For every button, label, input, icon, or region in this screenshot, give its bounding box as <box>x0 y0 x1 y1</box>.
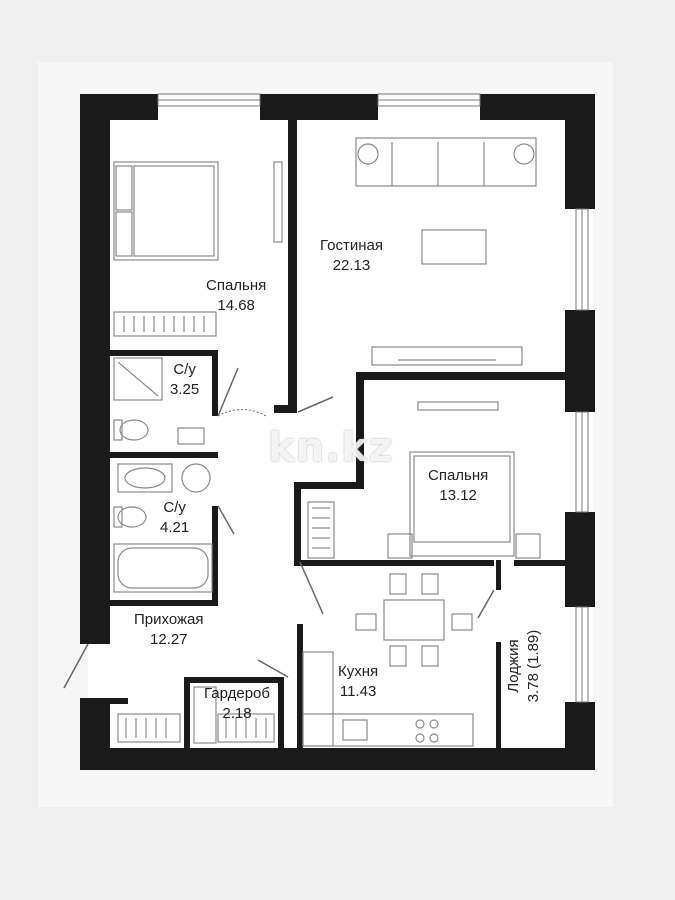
room-name: Спальня <box>428 467 489 484</box>
room-label-hall: Прихожая 12.27 <box>134 610 204 650</box>
room-name: Кухня <box>338 663 379 680</box>
room-name: Гардероб <box>204 685 270 702</box>
room-area: 3.78 (1.89) <box>525 629 542 703</box>
interior-walls <box>88 120 565 748</box>
room-name: Спальня <box>206 277 267 294</box>
room-area: 3.25 <box>170 381 200 398</box>
floor-area <box>88 97 593 767</box>
room-area: 2.18 <box>222 705 252 722</box>
doors <box>63 367 495 689</box>
room-name: Прихожая <box>134 611 204 628</box>
room-area: 22.13 <box>332 257 371 274</box>
room-name: Лоджия <box>505 639 522 693</box>
room-area: 13.12 <box>439 487 477 504</box>
windows <box>157 93 589 703</box>
room-label-wardrobe: Гардероб 2.18 <box>204 684 270 724</box>
floor-plan <box>63 93 595 770</box>
room-label-bath2: С/у 4.21 <box>160 498 189 538</box>
room-label-living: Гостиная 22.13 <box>320 236 383 276</box>
room-label-bath1: С/у 3.25 <box>170 360 199 400</box>
room-area: 12.27 <box>149 631 188 648</box>
floor-plan-sheet: Спальня 14.68 Гостиная 22.13 С/у 3.25 С/… <box>38 62 613 807</box>
room-label-kitchen: Кухня 11.43 <box>338 662 378 702</box>
watermark-logo: kn.kz <box>268 425 394 471</box>
room-label-bedroom1: Спальня 14.68 <box>206 276 266 316</box>
furniture <box>113 137 541 747</box>
room-area: 11.43 <box>339 683 377 700</box>
room-label-bedroom2: Спальня 13.12 <box>428 466 488 506</box>
room-name: Гостиная <box>320 237 383 254</box>
room-label-loggia: Лоджия 3.78 (1.89) <box>504 616 544 716</box>
room-area: 4.21 <box>160 519 190 536</box>
room-name: С/у <box>173 361 196 378</box>
room-name: С/у <box>163 499 186 516</box>
room-area: 14.68 <box>217 297 255 314</box>
outer-walls <box>80 94 595 770</box>
